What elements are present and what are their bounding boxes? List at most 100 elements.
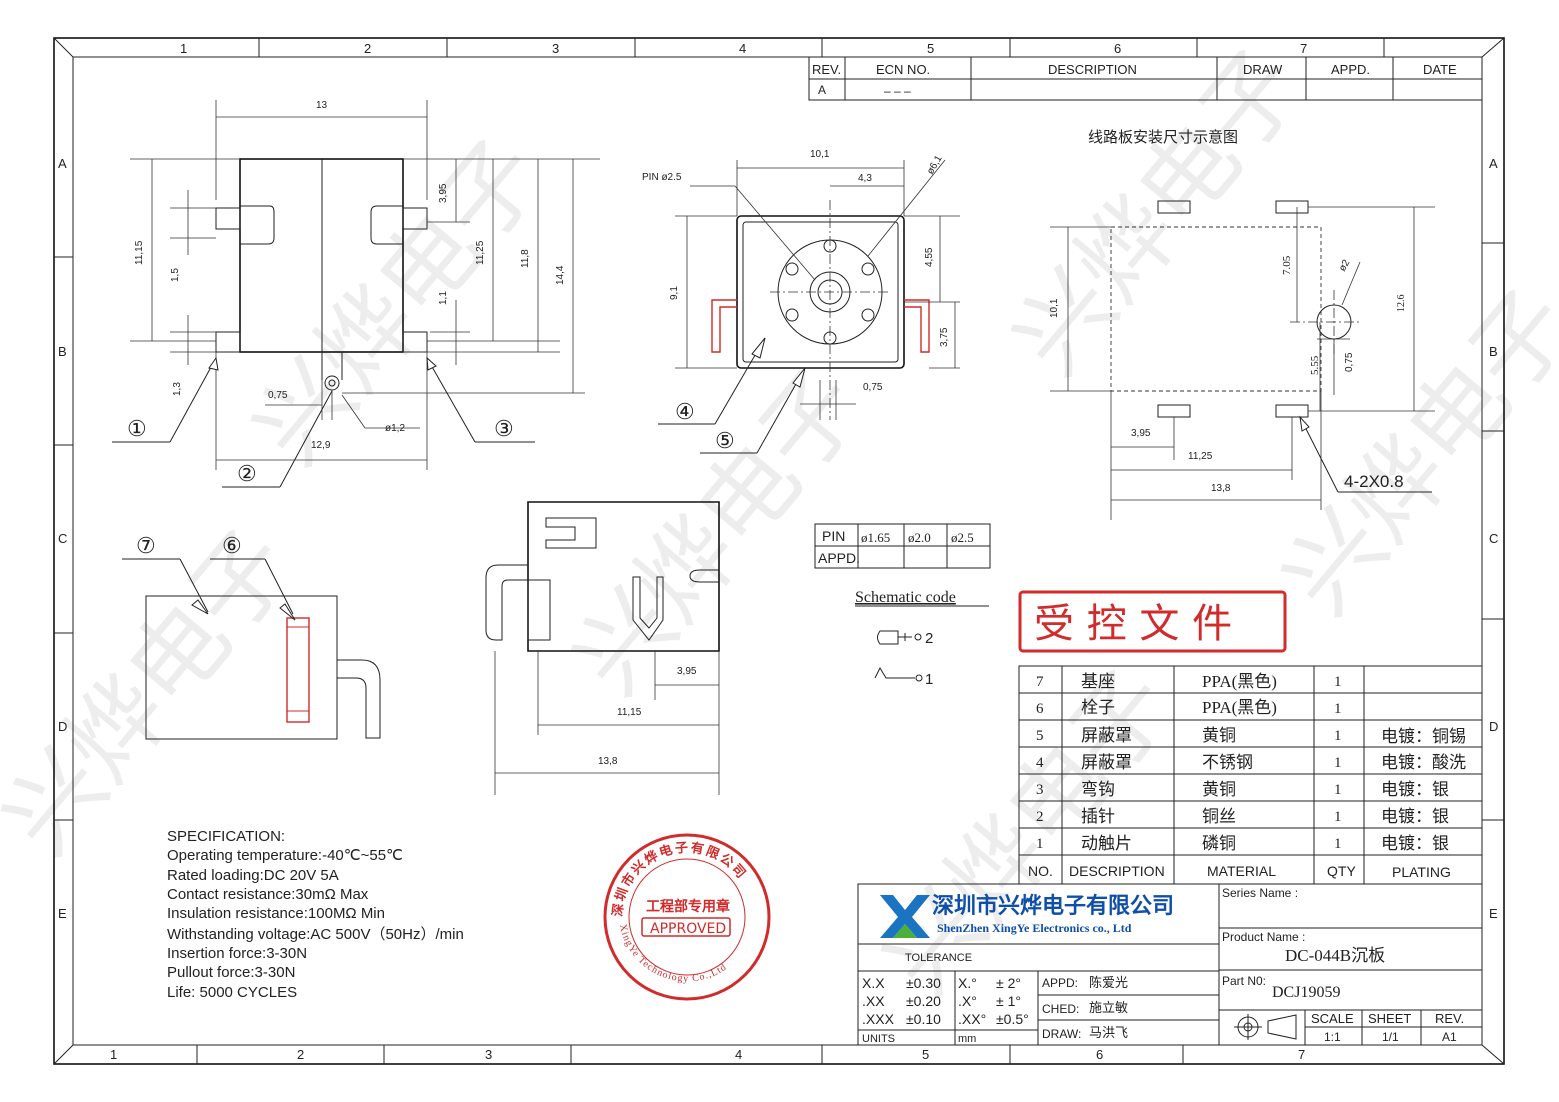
tol-cell: .X° [958,993,977,1009]
company-logo-icon [880,895,930,938]
appd-label: APPD: [1042,976,1078,990]
tol-cell: ±0.30 [906,975,941,991]
front-view: 10,1 4,3 PIN ø2.5 ø6,1 9,1 4,55 3,75 0,7… [642,149,960,454]
tol-cell: X.° [958,975,977,991]
watermark-6: 兴烨电子 [1262,269,1559,635]
callout-5: ⑤ [715,428,735,453]
bom-qty: 1 [1334,755,1342,771]
sheet-label: SHEET [1368,1011,1411,1026]
product-label: Product Name : [1222,930,1305,944]
col-label: 3 [485,1047,492,1062]
bom-desc: 屏蔽罩 [1081,726,1132,745]
bom-no: 5 [1036,728,1044,744]
bom-no: 7 [1036,674,1044,690]
series-label: Series Name : [1222,886,1298,900]
callout-7: ⑦ [136,533,156,558]
dim-c: 13,8 [598,756,618,767]
dim-h6: 14,4 [555,265,566,285]
dim-d2: 12,9 [311,440,331,451]
bom-table: 7 基座 PPA(黑色) 1 6 栓子 PPA(黑色) 1 5 屏蔽罩 黄铜 1… [1018,665,1483,885]
appd-name: 陈爱光 [1089,975,1128,990]
callout-6: ⑥ [222,533,242,558]
callout-3: ③ [494,416,514,441]
col-label: 6 [1096,1047,1103,1062]
pcb-title: 线路板安装尺寸示意图 [1088,128,1238,146]
spec-line: Rated loading:DC 20V 5A [167,867,339,884]
row-label: C [1489,531,1498,546]
row-label: E [1489,906,1498,921]
spec-title: SPECIFICATION: [167,828,285,845]
pin-20: ø2.0 [908,530,931,545]
row-label: A [58,156,67,171]
bom-plating: 电镀：银 [1381,807,1449,826]
dim-b: 11,15 [617,707,642,718]
product-name: DC-044B沉板 [1285,946,1385,965]
bom-plating: 电镀：酸洗 [1381,753,1466,772]
row-label: E [58,906,67,921]
dim-h7: 1,1 [438,291,449,305]
dim-d1: 0,75 [268,390,288,401]
rev-value: A1 [1442,1030,1457,1044]
tol-cell: ±0.5° [996,1011,1029,1027]
row-label: A [1489,156,1498,171]
bom-plating: 电镀：铜锡 [1381,727,1466,746]
dim-b: 4,55 [924,247,935,267]
bom-desc: 插针 [1081,807,1115,826]
bom-desc: 屏蔽罩 [1081,753,1132,772]
appd-header: APPD. [1331,62,1370,77]
pcb-layout: 线路板安装尺寸示意图 10,1 12.6 7.05 5.55 0,75 ø2 3… [1049,128,1435,520]
tol-cell: ±0.10 [906,1011,941,1027]
bom-header-desc: DESCRIPTION [1069,863,1165,879]
grid-labels: 1 2 3 4 5 6 7 1 2 3 4 5 6 7 A B C D E A … [58,41,1498,1062]
rear-view: ⑦ ⑥ [122,533,381,740]
company-seal: 深圳市兴烨电子有限公司 工程部专用章 APPROVED XingYe Techn… [603,833,771,1001]
part-number: DCJ19059 [1272,984,1340,1001]
dim-h8: 1,3 [172,382,183,396]
tol-cell: ±0.20 [906,993,941,1009]
row-label: B [58,344,67,359]
pin-header: PIN [822,528,845,544]
bom-qty: 1 [1334,809,1342,825]
row-label: B [1489,344,1498,359]
bom-qty: 1 [1334,782,1342,798]
dim-h3: 3,95 [438,183,449,203]
bom-mat: PPA(黑色) [1202,672,1277,691]
bom-header-mat: MATERIAL [1207,863,1276,879]
col-label: 2 [297,1047,304,1062]
bom-header-plating: PLATING [1392,864,1451,880]
tol-cell: ± 1° [996,993,1021,1009]
dim-e: 3,75 [939,327,950,347]
col-label: 2 [364,41,371,56]
dim-d: ø6,1 [925,153,945,176]
bom-no: 6 [1036,701,1044,717]
spec-line: Pullout force:3-30N [167,964,295,981]
spec-line: Operating temperature:-40℃~55℃ [167,847,403,864]
title-block: 深圳市兴烨电子有限公司 ShenZhen XingYe Electronics … [857,883,1483,1046]
ecn-value: – – – [884,84,911,98]
tol-cell: .XXX [862,1011,895,1027]
callout-4: ④ [675,399,695,424]
bom-mat: 不锈钢 [1202,753,1253,772]
company-name-en: ShenZhen XingYe Electronics co., Ltd [937,921,1132,935]
dim-w: 10,1 [810,149,830,160]
units-value: mm [958,1033,976,1045]
bom-plating: 电镀：银 [1381,834,1449,853]
bom-desc: 弯钩 [1081,780,1115,799]
pin-25: ø2.5 [951,530,974,545]
dim-h5: 11,8 [520,249,531,268]
row-label: D [1489,719,1498,734]
dim-c: 9,1 [669,286,680,300]
rev-label: REV. [1435,1011,1464,1026]
ched-label: CHED: [1042,1002,1079,1016]
bom-mat: 铜丝 [1202,807,1236,826]
tolerance-title: TOLERANCE [905,952,972,964]
dim-f: 0,75 [1344,352,1355,372]
dim-a: 4,3 [858,173,872,184]
bottom-view: 3,95 11,15 13,8 [485,501,720,795]
bom-qty: 1 [1334,728,1342,744]
slot-label: 4-2X0.8 [1344,472,1404,491]
draw-name: 马洪飞 [1089,1025,1128,1040]
dim-c: ø2 [1337,258,1353,274]
col-label: 5 [927,41,934,56]
